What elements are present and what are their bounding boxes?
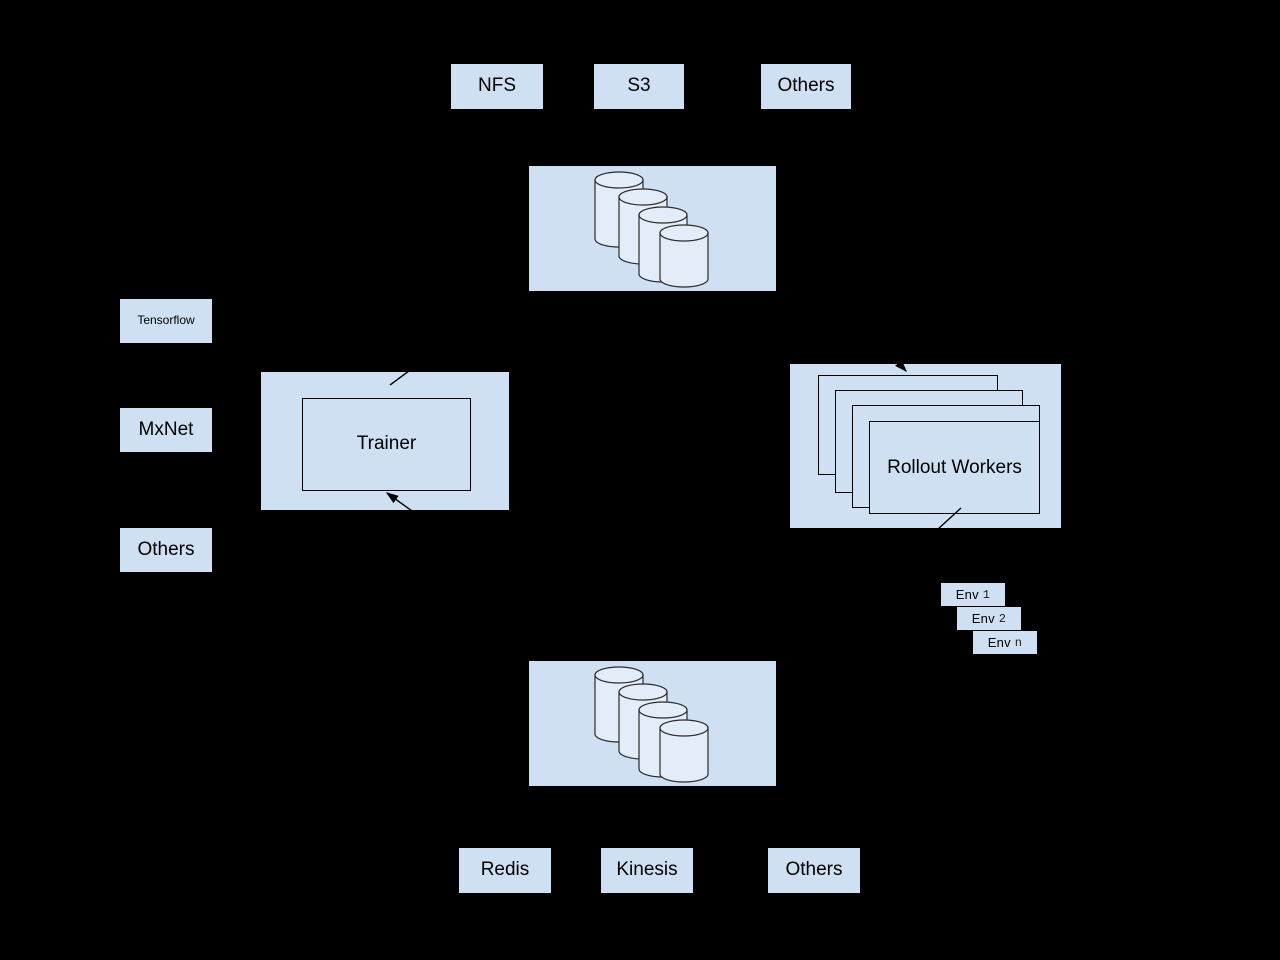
env-chip-n[interactable]: Env n bbox=[973, 631, 1037, 654]
datastore-top-panel bbox=[529, 166, 776, 291]
env-chip-1[interactable]: Env 1 bbox=[941, 583, 1005, 606]
queue-node-others[interactable]: Others bbox=[768, 848, 860, 893]
framework-node-mxnet-label: MxNet bbox=[138, 418, 194, 440]
queue-node-redis[interactable]: Redis bbox=[459, 848, 551, 893]
framework-node-mxnet[interactable]: MxNet bbox=[120, 408, 212, 452]
queue-node-redis-label: Redis bbox=[480, 859, 530, 881]
env-chip-2[interactable]: Env 2 bbox=[957, 607, 1021, 630]
trainer-box[interactable]: Trainer bbox=[302, 398, 471, 491]
env-chip-1-name: Env bbox=[955, 587, 979, 602]
storage-node-nfs[interactable]: NFS bbox=[451, 64, 543, 109]
storage-node-s3-label: S3 bbox=[627, 75, 651, 97]
env-chip-n-name: Env bbox=[987, 635, 1011, 650]
queue-node-kinesis-label: Kinesis bbox=[616, 859, 678, 881]
datastore-bottom-cylinders bbox=[594, 666, 709, 783]
queue-node-kinesis[interactable]: Kinesis bbox=[601, 848, 693, 893]
storage-node-others-label: Others bbox=[777, 75, 835, 97]
framework-node-tensorflow[interactable]: Tensorflow bbox=[120, 299, 212, 343]
env-chip-2-number: 2 bbox=[998, 611, 1007, 626]
env-chip-1-number: 1 bbox=[982, 587, 991, 602]
rollout-workers-label: Rollout Workers bbox=[887, 456, 1022, 478]
framework-node-others-label: Others bbox=[137, 538, 195, 560]
storage-node-others[interactable]: Others bbox=[761, 64, 851, 109]
rollout-worker-card-1[interactable]: Rollout Workers bbox=[869, 421, 1040, 514]
queue-node-others-label: Others bbox=[785, 859, 843, 881]
storage-node-s3[interactable]: S3 bbox=[594, 64, 684, 109]
storage-node-nfs-label: NFS bbox=[478, 75, 516, 97]
datastore-top-cylinders bbox=[594, 171, 709, 288]
framework-node-tensorflow-label: Tensorflow bbox=[137, 313, 195, 328]
datastore-bottom-panel bbox=[529, 661, 776, 786]
framework-node-others[interactable]: Others bbox=[120, 528, 212, 572]
env-chip-n-number: n bbox=[1014, 635, 1023, 650]
env-chip-2-name: Env bbox=[971, 611, 995, 626]
trainer-label: Trainer bbox=[356, 433, 417, 455]
